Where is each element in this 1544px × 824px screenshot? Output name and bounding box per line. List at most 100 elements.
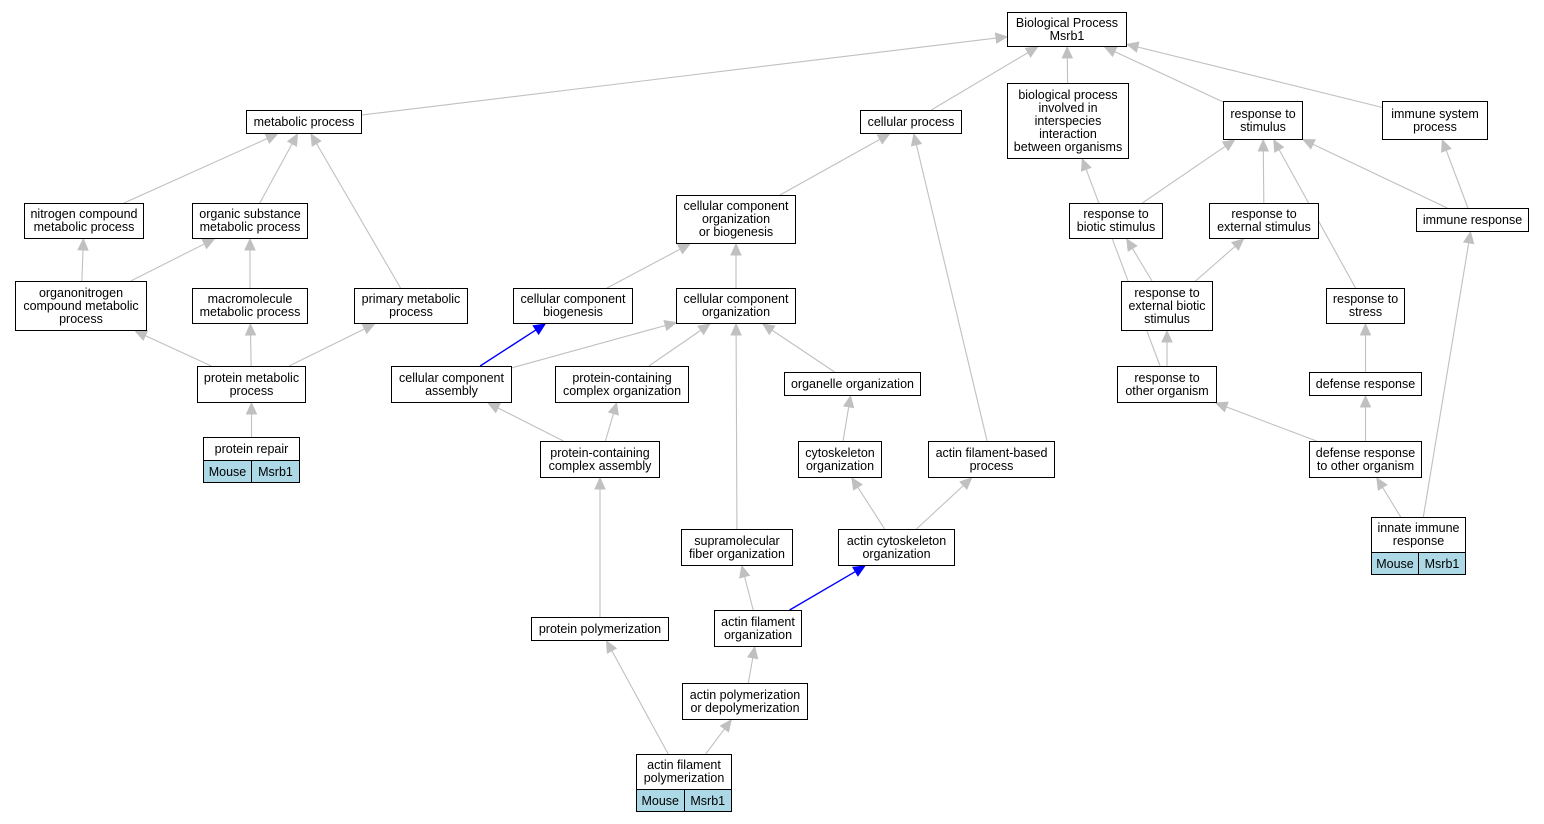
node-actin-filament-based-process[interactable]: actin filament-based process	[928, 441, 1055, 478]
edge-arrowhead	[1440, 138, 1452, 153]
edge-innate-to-immune_resp	[1422, 242, 1470, 518]
node-macromolecule-metabolic-process[interactable]: macromolecule metabolic process	[192, 288, 308, 324]
node-organic-substance-metabolic-process[interactable]: organic substance metabolic process	[192, 203, 308, 239]
node-cc-assembly[interactable]: cellular component assembly	[391, 366, 512, 403]
node-innate-immune-response[interactable]: innate immune response	[1371, 517, 1466, 553]
node-immune-system-process[interactable]: immune system process	[1382, 101, 1488, 140]
edge-arrowhead	[1301, 138, 1316, 150]
edge-actin_fb-to-cellular	[915, 144, 988, 442]
node-actin-cytoskeleton-organization[interactable]: actin cytoskeleton organization	[838, 529, 955, 566]
node-defense-response[interactable]: defense response	[1309, 372, 1422, 396]
edge-arrowhead	[1359, 394, 1372, 408]
edge-arrowhead	[1231, 238, 1245, 251]
edge-organelle_org-to-cc_org	[771, 329, 835, 373]
node-metabolic-process[interactable]: metabolic process	[246, 110, 362, 134]
annotation-innate-immune-response: Mouse Msrb1	[1371, 552, 1466, 575]
node-nitrogen-compound-metabolic-process[interactable]: nitrogen compound metabolic process	[24, 203, 144, 239]
node-interspecies-interaction[interactable]: biological process involved in interspec…	[1007, 83, 1129, 159]
node-cytoskeleton-organization[interactable]: cytoskeleton organization	[798, 441, 882, 478]
node-actin-filament-organization[interactable]: actin filament organization	[714, 610, 802, 647]
edge-arrowhead	[487, 402, 501, 414]
edge-resp_biotic-to-resp_stim	[1142, 145, 1226, 204]
node-cellular-process[interactable]: cellular process	[860, 110, 962, 134]
edge-actin_fil_poly-to-actin_poly_depoly	[705, 728, 726, 755]
node-protein-containing-complex-assembly[interactable]: protein-containing complex assembly	[540, 441, 660, 478]
edge-metabolic-to-root	[361, 37, 997, 116]
node-protein-polymerization[interactable]: protein polymerization	[531, 617, 669, 641]
edge-actin_cyto_org-to-cytoskeleton_org	[857, 486, 886, 530]
edge-cc_assembly-to-cc_biogenesis	[479, 329, 537, 367]
edge-defense_other-to-resp_other	[1226, 406, 1317, 442]
edge-arrowhead	[910, 132, 923, 147]
edge-arrowhead	[286, 132, 299, 147]
annotation-gene: Msrb1	[684, 789, 732, 812]
edge-protein_metabolic-to-primary	[288, 328, 365, 367]
edge-arrowhead	[1221, 139, 1236, 152]
annotation-species: Mouse	[203, 460, 252, 483]
edge-cc_assembly-to-cc_org	[511, 324, 666, 369]
edge-arrowhead	[1103, 46, 1118, 58]
annotation-species: Mouse	[1371, 552, 1419, 575]
edge-pc_complex_asm-to-cc_assembly	[497, 407, 564, 442]
edge-arrowhead	[842, 394, 855, 409]
edge-arrowhead	[1125, 41, 1140, 53]
edge-arrowhead	[361, 323, 376, 335]
edge-arrowhead	[876, 133, 891, 145]
edge-resp_stim-to-root	[1114, 51, 1224, 103]
node-supramolecular-fiber-organization[interactable]: supramolecular fiber organization	[681, 529, 793, 566]
node-response-to-other-organism[interactable]: response to other organism	[1117, 366, 1217, 403]
edge-pc_complex_asm-to-pc_complex_org	[604, 413, 615, 442]
edge-arrowhead	[134, 330, 149, 342]
edge-actin_fil_poly-to-protein_poly	[611, 650, 669, 755]
edge-cc_biogenesis-to-cc_org_bio	[606, 248, 681, 289]
edge-arrowhead	[1061, 45, 1074, 59]
node-protein-metabolic-process[interactable]: protein metabolic process	[197, 366, 306, 403]
node-protein-containing-complex-organization[interactable]: protein-containing complex organization	[555, 366, 689, 403]
node-response-to-stress[interactable]: response to stress	[1326, 288, 1405, 324]
edge-actin_fil_org-to-actin_cyto_org	[789, 570, 856, 611]
node-defense-response-to-other-organism[interactable]: defense response to other organism	[1309, 441, 1422, 478]
node-organonitrogen-compound-metabolic-process[interactable]: organonitrogen compound metabolic proces…	[15, 281, 147, 331]
edge-arrowhead	[605, 639, 618, 654]
edge-resp_ext_biotic-to-resp_external	[1195, 245, 1236, 282]
edge-arrowhead	[1126, 237, 1138, 252]
edge-primary-to-metabolic	[316, 143, 402, 289]
node-response-to-stimulus[interactable]: response to stimulus	[1223, 101, 1303, 140]
edge-resp_other-to-interspecies	[1085, 169, 1161, 367]
node-immune-response[interactable]: immune response	[1416, 208, 1529, 232]
edge-actin_cyto_org-to-actin_fb	[916, 485, 964, 530]
edge-arrowhead	[532, 323, 547, 336]
edge-arrowhead	[739, 564, 751, 579]
node-response-to-external-stimulus[interactable]: response to external stimulus	[1209, 203, 1319, 239]
annotation-species: Mouse	[636, 789, 685, 812]
edge-arrowhead	[730, 242, 742, 256]
edge-organic-to-metabolic	[259, 143, 293, 204]
edge-resp_external-to-resp_stim	[1262, 150, 1265, 204]
edge-protein_metabolic-to-organonitrogen	[145, 335, 212, 367]
node-biological-process-root[interactable]: Biological Process Msrb1	[1007, 12, 1127, 47]
annotation-actin-filament-polymerization: Mouse Msrb1	[636, 789, 732, 812]
node-cc-biogenesis[interactable]: cellular component biogenesis	[513, 288, 633, 324]
edge-organonitrogen-to-nitrogen	[81, 249, 84, 282]
node-response-to-external-biotic-stimulus[interactable]: response to external biotic stimulus	[1121, 281, 1213, 331]
edge-arrowhead	[851, 476, 863, 491]
edge-cc_org_bio-to-cellular	[779, 138, 881, 196]
node-cc-organization-or-biogenesis[interactable]: cellular component organization or bioge…	[676, 195, 796, 244]
edge-arrowhead	[245, 401, 258, 415]
node-cc-organization[interactable]: cellular component organization	[676, 288, 796, 324]
annotation-protein-repair: Mouse Msrb1	[203, 460, 300, 483]
edge-arrowhead	[761, 323, 776, 336]
node-primary-metabolic-process[interactable]: primary metabolic process	[354, 288, 468, 324]
node-response-to-biotic-stimulus[interactable]: response to biotic stimulus	[1069, 203, 1163, 239]
edge-arrowhead	[719, 719, 732, 733]
annotation-gene: Msrb1	[1419, 552, 1466, 575]
edge-nitrogen-to-metabolic	[123, 138, 268, 204]
edge-arrowhead	[1214, 401, 1229, 413]
node-organelle-organization[interactable]: organelle organization	[784, 372, 921, 396]
node-actin-filament-polymerization[interactable]: actin filament polymerization	[636, 754, 732, 790]
node-protein-repair[interactable]: protein repair	[203, 437, 300, 461]
edge-innate-to-defense_other	[1382, 487, 1402, 518]
edge-supramolecular-to-cc_org	[735, 334, 738, 530]
node-actin-polymerization-or-depolymerization[interactable]: actin polymerization or depolymerization	[682, 683, 808, 720]
edge-organonitrogen-to-organic	[130, 243, 205, 282]
